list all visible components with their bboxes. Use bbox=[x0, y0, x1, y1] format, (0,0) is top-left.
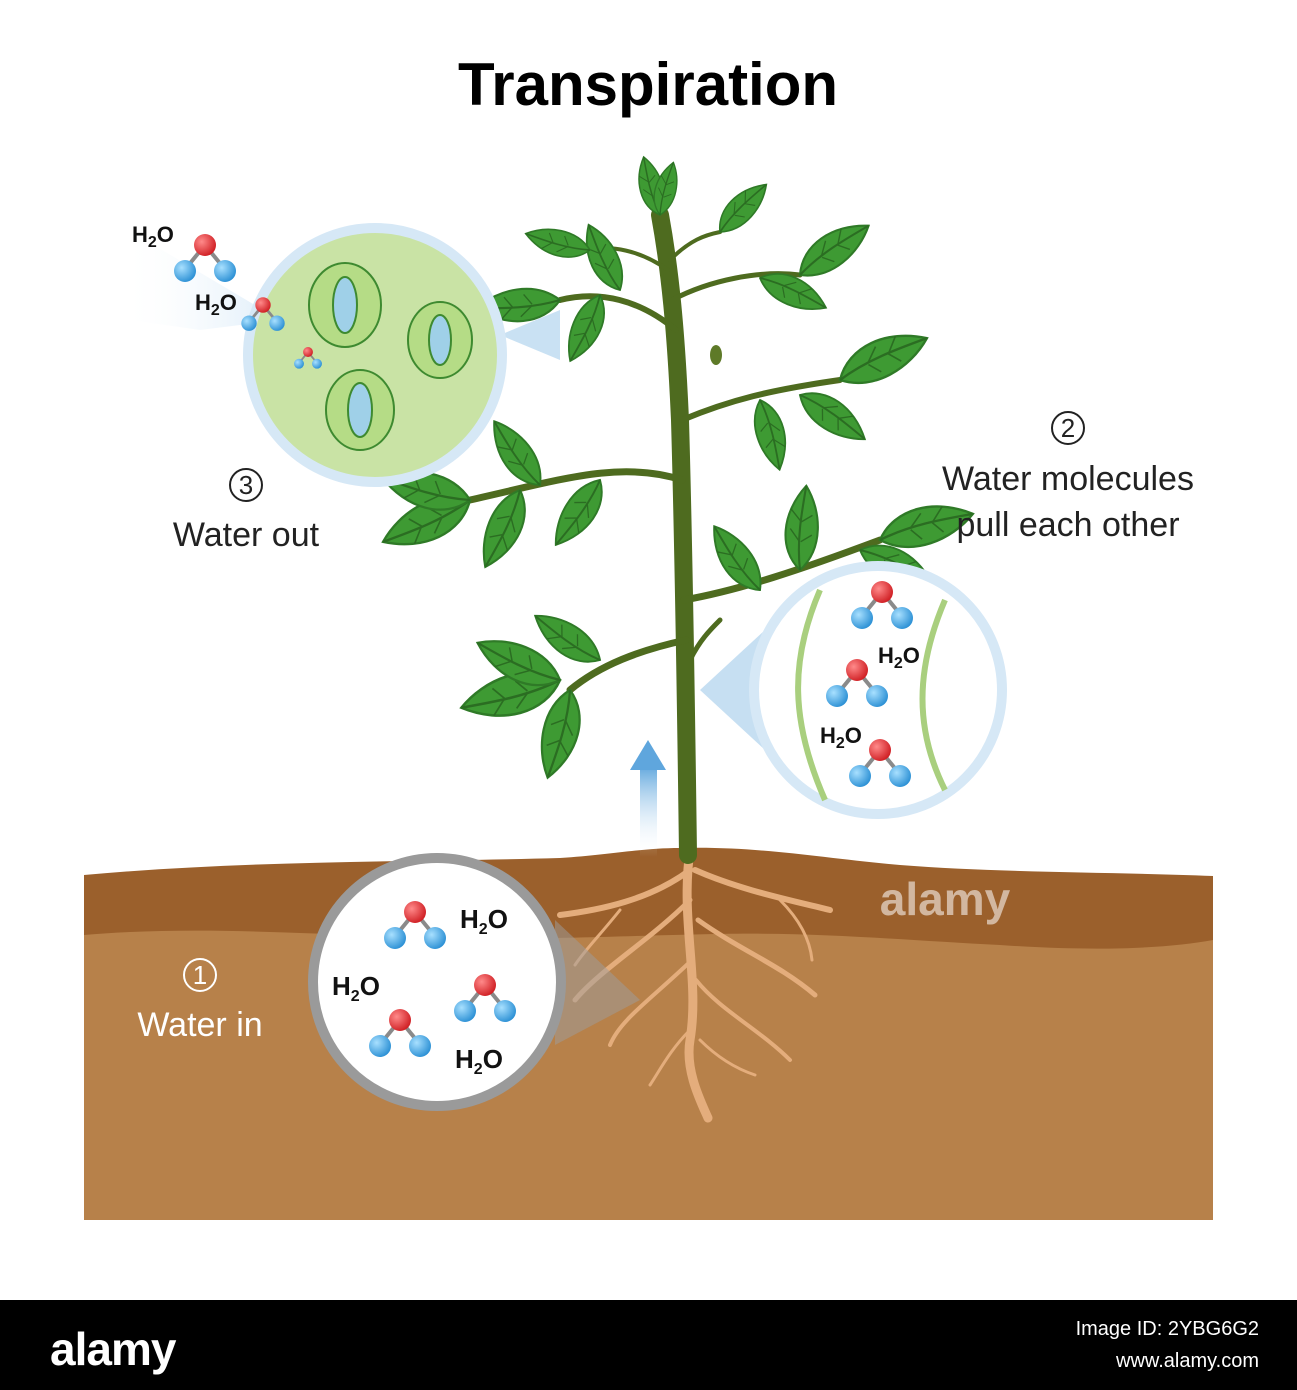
transpiration-diagram: Transpiration alamy bbox=[84, 51, 1213, 1220]
h2o-label-out-2: H2O bbox=[195, 290, 237, 319]
step-2-number: 2 bbox=[1061, 413, 1075, 443]
plant-stem bbox=[466, 206, 884, 864]
footer-logo[interactable]: alamy bbox=[50, 1323, 176, 1375]
xylem-magnifier: H2O H2O bbox=[700, 561, 1007, 819]
step-3-badge bbox=[229, 468, 263, 502]
step-1-label: Water in bbox=[137, 1006, 262, 1044]
footer-bar: alamy Image ID: 2YBG6G2 www.alamy.com bbox=[0, 1300, 1297, 1390]
h2o-label-root-3: H2O bbox=[455, 1044, 503, 1078]
step-1-badge bbox=[183, 958, 217, 992]
step-1-number: 1 bbox=[193, 960, 207, 990]
page-title: Transpiration bbox=[458, 51, 838, 118]
h2o-label-xylem-2: H2O bbox=[820, 723, 862, 752]
footer-url[interactable]: www.alamy.com bbox=[1116, 1350, 1259, 1372]
plant-leaves bbox=[374, 153, 978, 784]
step-3-number: 3 bbox=[239, 470, 253, 500]
step-2-label-line2: pull each other bbox=[956, 506, 1179, 544]
water-up-arrow bbox=[630, 740, 666, 857]
stomata-magnifier: H2O H2O bbox=[120, 222, 560, 487]
watermark: alamy bbox=[880, 873, 1011, 925]
roots bbox=[557, 845, 833, 1123]
h2o-label-xylem-1: H2O bbox=[878, 643, 920, 672]
h2o-label-root-1: H2O bbox=[460, 904, 508, 938]
h2o-label-root-2: H2O bbox=[332, 971, 380, 1005]
guard-cells bbox=[308, 262, 473, 451]
step-3-label: Water out bbox=[173, 516, 320, 554]
h2o-label-out-1: H2O bbox=[132, 222, 174, 251]
footer-image-id: Image ID: 2YBG6G2 bbox=[1075, 1318, 1259, 1340]
root-magnifier: H2O H2O H2O bbox=[308, 853, 640, 1111]
step-2-label-line1: Water molecules bbox=[942, 460, 1194, 498]
step-2-badge bbox=[1051, 411, 1085, 445]
